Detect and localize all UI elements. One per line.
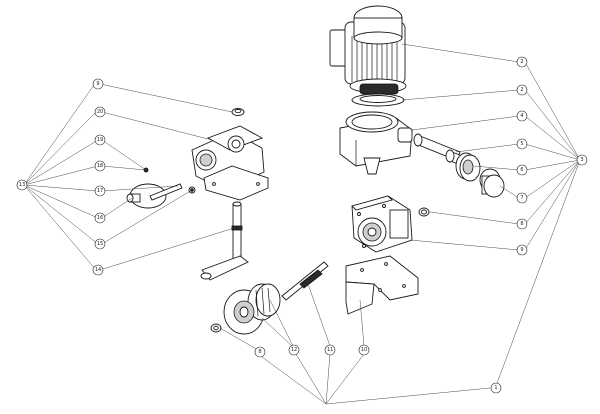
callout-label: 1 <box>494 385 497 391</box>
callout-label: 9 <box>96 81 99 87</box>
callout-label: 6 <box>520 167 523 173</box>
callout-label: 12 <box>291 347 297 353</box>
callout-label: 7 <box>520 195 523 201</box>
callout-label: 11 <box>327 347 333 353</box>
callout-2b: 2 <box>516 84 528 96</box>
callout-label: 18 <box>97 163 103 169</box>
callout-13: 13 <box>16 179 28 191</box>
callout-17: 17 <box>94 185 106 197</box>
flange-ring <box>351 93 405 107</box>
callout-2: 2 <box>516 56 528 68</box>
retaining-ring-right <box>418 207 430 217</box>
callout-label: 2 <box>520 59 523 65</box>
bevel-gearbox <box>339 111 413 175</box>
disc-hub-assembly <box>126 167 196 209</box>
callout-balloons: 1 2 2 3 4 5 6 7 8 9 10 11 12 8 13 14 15 … <box>16 56 588 394</box>
callout-label: 2 <box>520 87 523 93</box>
callout-label: 10 <box>361 347 367 353</box>
callout-1: 1 <box>490 382 502 394</box>
pulley-sheave <box>223 283 281 335</box>
electric-motor <box>329 5 407 95</box>
callout-label: 14 <box>95 267 101 273</box>
callout-12: 12 <box>288 344 300 356</box>
callout-14: 14 <box>92 264 104 276</box>
callout-label: 13 <box>19 182 25 188</box>
callout-label: 5 <box>520 141 523 147</box>
callout-19: 19 <box>94 134 106 146</box>
output-shaft-assembly <box>413 133 505 198</box>
washer-bottom <box>210 323 222 333</box>
mounting-bracket <box>345 255 419 315</box>
callout-5: 5 <box>516 138 528 150</box>
callout-label: 3 <box>580 157 583 163</box>
callout-15: 15 <box>94 238 106 250</box>
callout-label: 16 <box>97 215 103 221</box>
worm-gearbox-right <box>351 195 413 253</box>
callout-6: 6 <box>516 164 528 176</box>
callout-label: 4 <box>520 113 523 119</box>
callout-label: 9 <box>520 247 523 253</box>
callout-label: 15 <box>97 241 103 247</box>
callout-18: 18 <box>94 160 106 172</box>
cap-top-left <box>231 108 245 116</box>
crank-shaft-arm <box>200 201 249 281</box>
callout-16: 16 <box>94 212 106 224</box>
callout-10: 10 <box>358 344 370 356</box>
callout-label: 8 <box>520 221 523 227</box>
callout-9-right: 9 <box>516 244 528 256</box>
worm-gearbox-left <box>191 125 269 201</box>
callout-7: 7 <box>516 192 528 204</box>
callout-label: 8 <box>258 349 261 355</box>
callout-8-right: 8 <box>516 218 528 230</box>
leader-lines <box>23 43 581 405</box>
drive-shaft <box>281 261 329 301</box>
callout-3: 3 <box>576 154 588 166</box>
callout-4: 4 <box>516 110 528 122</box>
callout-label: 17 <box>97 188 103 194</box>
callout-label: 20 <box>97 109 103 115</box>
callout-9-left: 9 <box>92 78 104 90</box>
callout-20: 20 <box>94 106 106 118</box>
callout-label: 19 <box>97 137 103 143</box>
callout-8-bottom: 8 <box>254 346 266 358</box>
callout-11: 11 <box>324 344 336 356</box>
